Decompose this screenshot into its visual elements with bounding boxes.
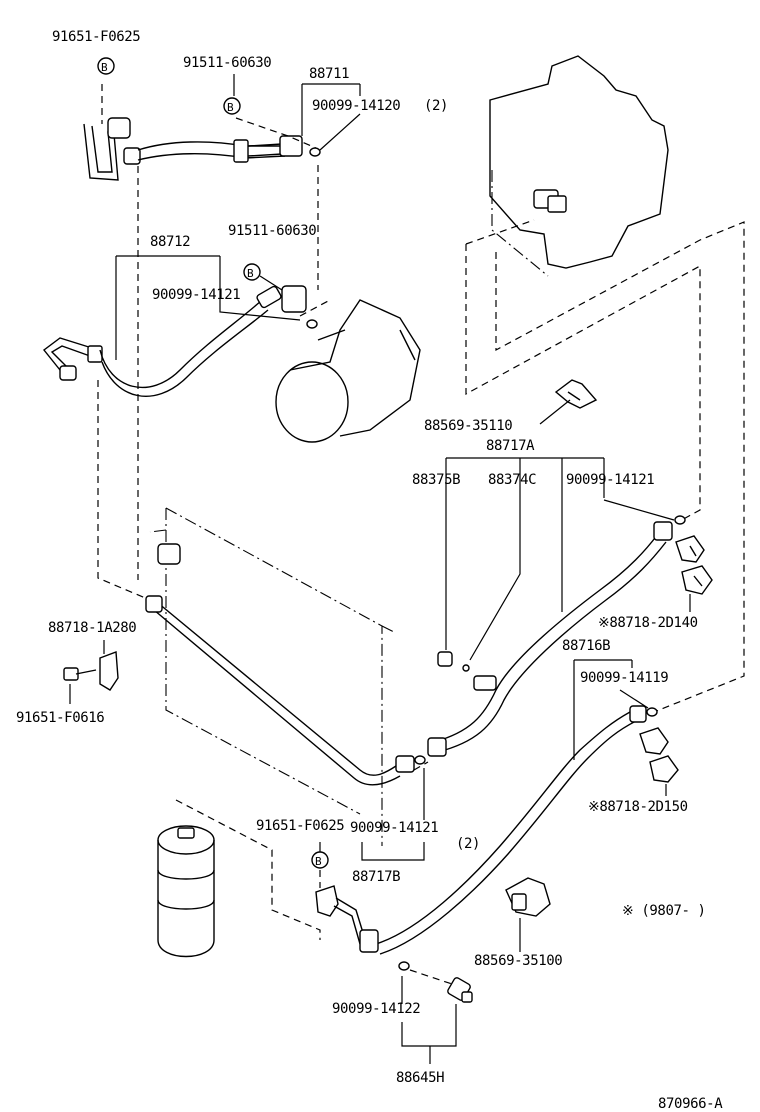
dryer-guide xyxy=(175,799,321,940)
tube-88717b-joint xyxy=(413,761,429,771)
oring-14121-b-leader xyxy=(603,499,675,521)
label-88716b: 88716B xyxy=(562,638,610,654)
bracket-88712 xyxy=(115,255,301,360)
label-90099-14120: 90099-14120 xyxy=(312,98,400,114)
label-88717a: 88717A xyxy=(486,438,535,454)
label-88712: 88712 xyxy=(150,234,190,250)
clamp-88718-2d140 xyxy=(675,535,713,595)
label-14120-qty: (2) xyxy=(424,98,448,114)
label-88711: 88711 xyxy=(309,66,349,82)
condenser-outline xyxy=(149,507,395,846)
label-90099-14121-b: 90099-14121 xyxy=(566,472,654,488)
oring-14120-leader xyxy=(319,113,361,151)
unit-chain-line xyxy=(491,170,549,277)
label-88375b: 88375B xyxy=(412,472,460,488)
bracket-88717b xyxy=(361,768,425,861)
compressor-outline xyxy=(275,299,421,443)
label-88718-2d140: ※88718-2D140 xyxy=(598,615,698,631)
label-90099-14119: 90099-14119 xyxy=(580,670,668,686)
label-90099-14121-c: 90099-14121 xyxy=(350,820,438,836)
clip-88569-35100 xyxy=(505,877,551,917)
note-date-range: ※ (9807- ) xyxy=(622,903,706,919)
bracket-88716b xyxy=(573,659,633,760)
unit-dashed-outline-b xyxy=(495,221,745,713)
b-mark-b-letter: B xyxy=(247,267,254,280)
unit-dashed-outline-a xyxy=(465,219,701,523)
bracket-88717a xyxy=(445,457,605,661)
b-mark-mid-letter: B xyxy=(315,855,322,868)
label-91651-f0625-top: 91651-F0625 xyxy=(52,29,140,45)
label-90099-14121-a: 90099-14121 xyxy=(152,287,240,303)
receiver-dryer xyxy=(157,825,215,958)
label-88718-1a280: 88718-1A280 xyxy=(48,620,136,636)
compressor-guide xyxy=(299,299,331,317)
clamp-88718-2d150 xyxy=(639,727,679,783)
label-88718-2d150: ※88718-2D150 xyxy=(588,799,688,815)
label-91511-60630-b: 91511-60630 xyxy=(228,223,316,239)
cooling-unit-outline xyxy=(489,55,669,269)
label-91651-f0625-mid: 91651-F0625 xyxy=(256,818,344,834)
pressure-switch-88645h xyxy=(447,977,473,1003)
liquid-tube-88717b xyxy=(145,595,426,786)
bracket-88711 xyxy=(301,83,361,136)
hose-88712-guide xyxy=(97,380,151,601)
b-mark-b xyxy=(243,263,261,281)
bracket-88645h xyxy=(401,976,457,1047)
liquid-tube-88717a xyxy=(427,515,686,757)
label-91511-60630-a: 91511-60630 xyxy=(183,55,271,71)
tube-88716b xyxy=(375,705,658,955)
label-91651-f0616: 91651-F0616 xyxy=(16,710,104,726)
label-88374c: 88374C xyxy=(488,472,536,488)
oring-14119-leader xyxy=(619,689,649,709)
bolt-b-leader xyxy=(259,275,283,291)
b-mark-a-letter: B xyxy=(227,101,234,114)
suction-hose-88712 xyxy=(43,285,318,397)
label-14121-c-qty: (2) xyxy=(456,836,480,852)
tube-88716b-lower-fitting xyxy=(315,885,410,971)
label-88569-35110: 88569-35110 xyxy=(424,418,512,434)
drawing-number: 870966-A xyxy=(658,1096,723,1112)
switch-guide xyxy=(409,969,453,985)
label-90099-14122: 90099-14122 xyxy=(332,1001,420,1017)
b-mark-top xyxy=(97,57,115,75)
clip-88569-35110 xyxy=(554,379,598,409)
b-mark-top-letter: B xyxy=(101,61,108,74)
discharge-hose-88711 xyxy=(83,117,321,181)
bolt-a-guide xyxy=(235,117,317,149)
clip-35110-leader xyxy=(539,399,571,425)
label-88645h: 88645H xyxy=(396,1070,444,1086)
label-88569-35100: 88569-35100 xyxy=(474,953,562,969)
b-mark-a xyxy=(223,97,241,115)
label-88717b: 88717B xyxy=(352,869,400,885)
bracket-88718-1a280 xyxy=(63,651,119,691)
